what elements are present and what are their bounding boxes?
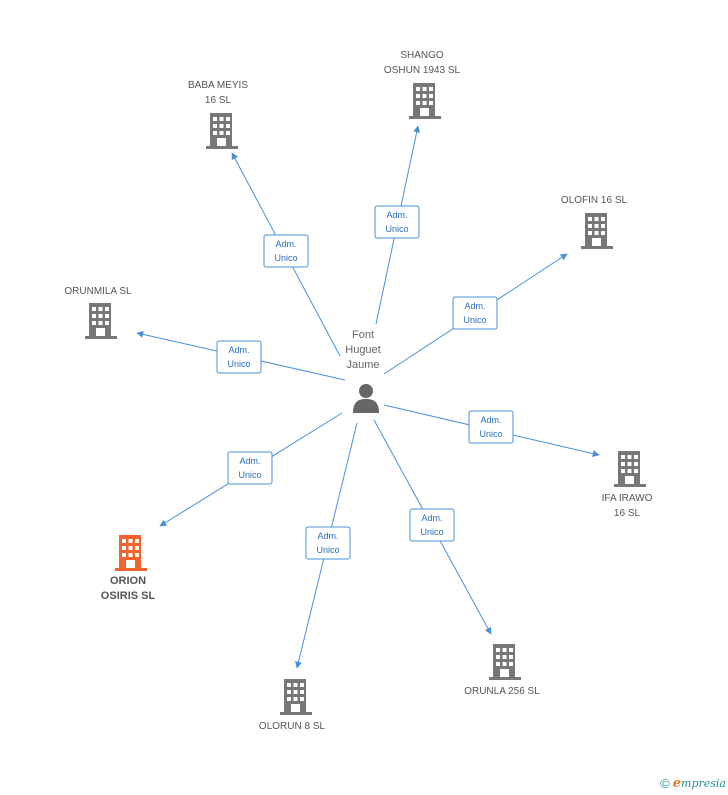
building-icon[interactable] [614, 451, 646, 487]
edge-label-text: Unico [463, 315, 486, 325]
person-name-line: Font [351, 329, 375, 341]
edge-orunmila: Adm. Unico [136, 330, 346, 381]
edge-label[interactable]: Adm. Unico [216, 340, 262, 374]
building-icon[interactable] [280, 679, 312, 715]
company-name-line: OLOFIN 16 SL [560, 195, 628, 206]
building-icon[interactable] [115, 535, 147, 571]
building-icon[interactable] [489, 644, 521, 680]
edge-olorun: Adm. Unico [295, 422, 358, 669]
building-icon[interactable] [85, 303, 117, 339]
edge-label-text: Unico [274, 253, 297, 263]
company-label-shango[interactable]: SHANGO OSHUN 1943 SL [384, 48, 460, 78]
company-name-line: 16 SL [613, 508, 641, 519]
edge-label-text: Adm. [480, 415, 501, 425]
edge-label[interactable]: Adm. Unico [227, 451, 273, 485]
footer-brand: © empresia [660, 776, 726, 791]
company-name-line: ORUNLA 256 SL [464, 686, 540, 697]
company-name-line: OSIRIS SL [100, 590, 156, 602]
company-name-line: IFA IRAWO [601, 493, 653, 504]
edge-label-text: Adm. [228, 345, 249, 355]
company-name-line: OLORUN 8 SL [258, 721, 326, 732]
edge-label-text: Adm. [464, 301, 485, 311]
company-label-ifa[interactable]: IFA IRAWO 16 SL [602, 491, 653, 521]
edge-orion: Adm. Unico [159, 412, 343, 527]
copyright-symbol: © [660, 776, 670, 791]
edge-orunla: Adm. Unico [373, 419, 492, 635]
edge-olofin: Adm. Unico [383, 253, 568, 375]
company-name-line: ORION [109, 575, 147, 587]
edge-label[interactable]: Adm. Unico [452, 296, 498, 330]
edge-label-text: Unico [420, 527, 443, 537]
company-label-orunmila[interactable]: ORUNMILA SL [64, 284, 131, 299]
edge-label[interactable]: Adm. Unico [374, 205, 420, 239]
edge-label[interactable]: Adm. Unico [409, 508, 455, 542]
company-label-orunla[interactable]: ORUNLA 256 SL [464, 684, 540, 699]
edge-label-box [409, 508, 455, 542]
company-label-orion[interactable]: ORION OSIRIS SL [101, 574, 155, 604]
company-label-olofin[interactable]: OLOFIN 16 SL [561, 193, 627, 208]
edge-shango: Adm. Unico [374, 125, 421, 325]
person-icon[interactable] [353, 384, 379, 413]
edge-label[interactable]: Adm. Unico [263, 234, 309, 268]
edge-label-box [468, 410, 514, 444]
edge-ifa: Adm. Unico [383, 404, 600, 457]
edge-label-text: Unico [227, 359, 250, 369]
edge-label-text: Adm. [317, 531, 338, 541]
edge-label-box [263, 234, 309, 268]
company-name-line: 16 SL [204, 95, 232, 106]
company-label-baba[interactable]: BABA MEYIS 16 SL [188, 78, 248, 108]
edge-label-text: Adm. [239, 456, 260, 466]
company-name-line: OSHUN 1943 SL [383, 65, 461, 76]
edge-label-text: Unico [238, 470, 261, 480]
edge-label-text: Adm. [421, 513, 442, 523]
edge-label-text: Unico [385, 224, 408, 234]
edge-label-text: Unico [479, 429, 502, 439]
company-name-line: ORUNMILA SL [64, 286, 132, 297]
company-label-olorun[interactable]: OLORUN 8 SL [259, 719, 325, 734]
edge-label[interactable]: Adm. Unico [468, 410, 514, 444]
edge-label-box [305, 526, 351, 560]
edge-label-box [227, 451, 273, 485]
building-icon[interactable] [409, 83, 441, 119]
building-icon[interactable] [206, 113, 238, 149]
brand-logo: empresia [672, 776, 726, 791]
edge-baba: Adm. Unico [231, 152, 341, 357]
edge-label-box [216, 340, 262, 374]
person-name-line: Jaume [346, 359, 380, 371]
building-icon[interactable] [581, 213, 613, 249]
edge-label-box [374, 205, 420, 239]
edge-label-text: Unico [316, 545, 339, 555]
edge-label-box [452, 296, 498, 330]
person-name-line: Huguet [345, 344, 381, 356]
company-name-line: SHANGO [400, 50, 444, 61]
edge-label-text: Adm. [386, 210, 407, 220]
company-name-line: BABA MEYIS [187, 80, 249, 91]
edge-label[interactable]: Adm. Unico [305, 526, 351, 560]
edge-label-text: Adm. [275, 239, 296, 249]
